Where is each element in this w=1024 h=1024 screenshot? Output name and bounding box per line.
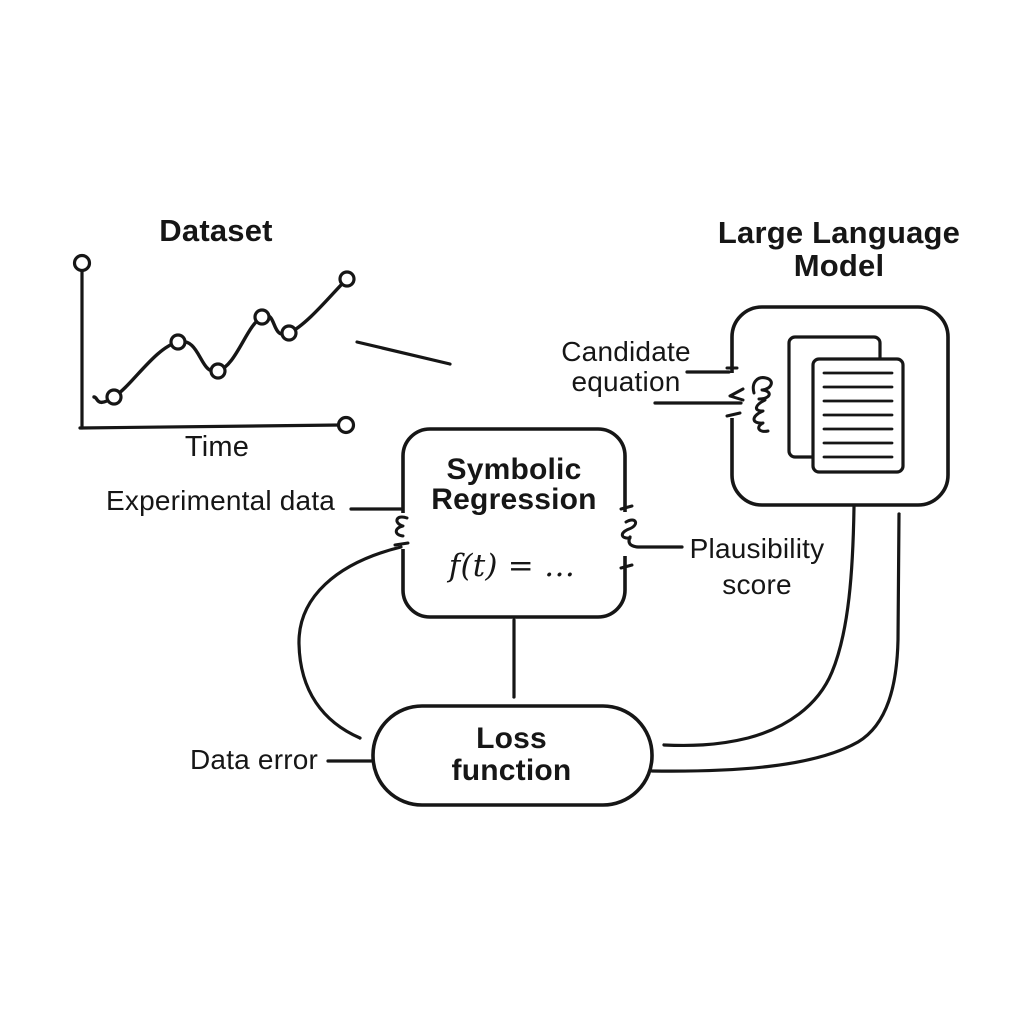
y-axis-end-marker (72, 253, 92, 273)
llm-scribble-flag (751, 376, 773, 401)
loss-function-title: Loss function (451, 722, 572, 787)
documents-icon (787, 335, 905, 474)
sr-left-to-loss-curve (297, 545, 403, 738)
data-point (253, 308, 271, 326)
plausibility-score-label: Plausibility score (689, 533, 825, 600)
loss-to-llm-curve (650, 512, 899, 773)
handdrawn-marks (393, 366, 773, 570)
llm-to-loss-curve (662, 505, 856, 748)
data-curve (92, 277, 349, 405)
sr-right-tick-top (619, 504, 634, 511)
llm-scribble-tail (752, 398, 770, 433)
llm-title: Large Language Model (717, 215, 961, 283)
sr-left-squiggle (394, 515, 409, 538)
experimental-data-label: Experimental data (106, 485, 336, 516)
sr-right-squiggle (620, 518, 638, 540)
document-text-lines (822, 371, 894, 459)
sr-right-tick-bottom (619, 563, 634, 570)
data-point-markers (105, 270, 356, 406)
dataset-title: Dataset (159, 213, 273, 248)
data-point (105, 388, 123, 406)
llm-gap-chevron (728, 387, 745, 402)
sr-left-tick (393, 541, 410, 547)
data-error-label: Data error (190, 744, 319, 775)
candidate-equation-label: Candidate equation (561, 336, 691, 397)
connectors (297, 370, 899, 773)
dataset-plot (72, 253, 356, 435)
symbolic-regression-title: Symbolic Regression (431, 453, 597, 516)
sr-left-edge-gap (396, 513, 409, 549)
data-point (169, 333, 187, 351)
dataset-to-llm-arrow (355, 340, 452, 364)
data-point (209, 362, 227, 380)
loss-function-pill (371, 704, 654, 807)
x-axis-end-marker (336, 415, 356, 435)
x-axis (78, 423, 343, 430)
symbolic-regression-equation: f(t) = … (448, 548, 576, 584)
time-axis-label: Time (184, 431, 250, 463)
llm-gap-bottom-tick (725, 411, 742, 418)
data-point (280, 324, 298, 342)
data-point (338, 270, 356, 288)
